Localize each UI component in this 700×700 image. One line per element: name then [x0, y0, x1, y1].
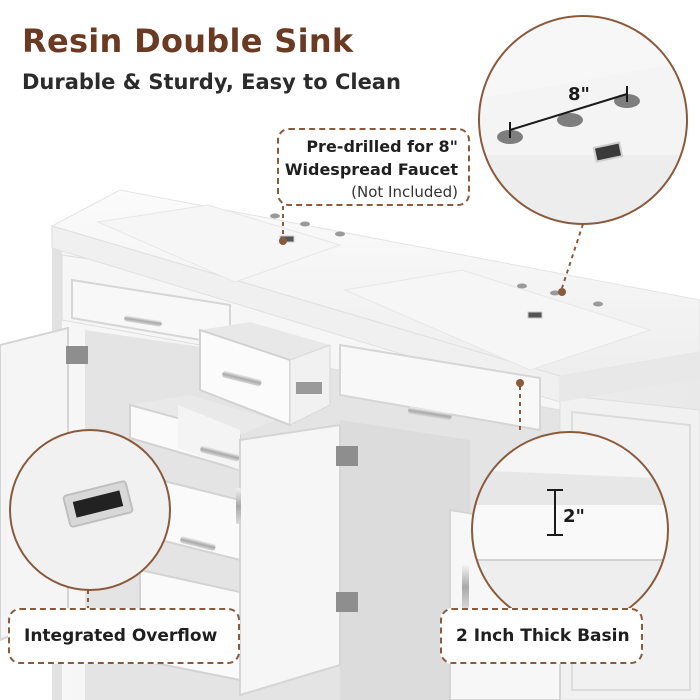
zoom-faucet-holes	[478, 15, 688, 225]
faucet-callout-line3: (Not Included)	[351, 183, 458, 201]
basin-callout: 2 Inch Thick Basin	[440, 608, 643, 664]
zoom-overflow	[9, 429, 171, 591]
faucet-spacing-label: 8"	[568, 84, 590, 105]
faucet-callout-line1: Pre-drilled for 8"	[306, 137, 458, 156]
basin-thickness-label: 2"	[563, 506, 585, 527]
page-title: Resin Double Sink	[22, 22, 354, 60]
page-subtitle: Durable & Sturdy, Easy to Clean	[22, 70, 401, 94]
overflow-callout: Integrated Overflow	[8, 608, 240, 664]
faucet-callout-line2: Widespread Faucet	[284, 160, 458, 179]
top-drawers	[71, 278, 541, 432]
resin-countertop	[50, 189, 700, 403]
center-door	[236, 423, 358, 697]
open-drawer-top	[199, 322, 331, 427]
faucet-callout: Pre-drilled for 8" Widespread Faucet (No…	[277, 128, 470, 206]
